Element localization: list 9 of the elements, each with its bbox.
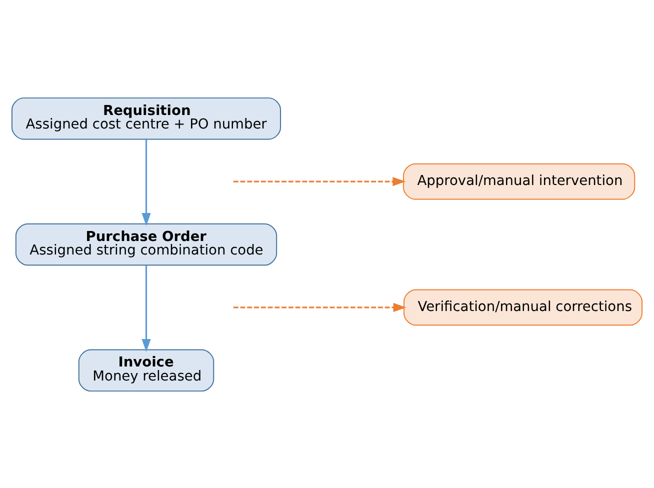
- arrow: [233, 176, 406, 186]
- node-box: Verification/manual corrections: [403, 288, 642, 326]
- node-box: Purchase Order Assigned string combination code: [15, 222, 278, 266]
- arrow: [142, 138, 151, 226]
- node-box: Approval/manual intervention: [402, 162, 636, 200]
- arrow: [233, 302, 406, 312]
- node-box: Requisition Assigned cost centre + PO number: [12, 96, 282, 140]
- node-box: Invoice Money released: [78, 348, 214, 392]
- arrow: [142, 264, 151, 352]
